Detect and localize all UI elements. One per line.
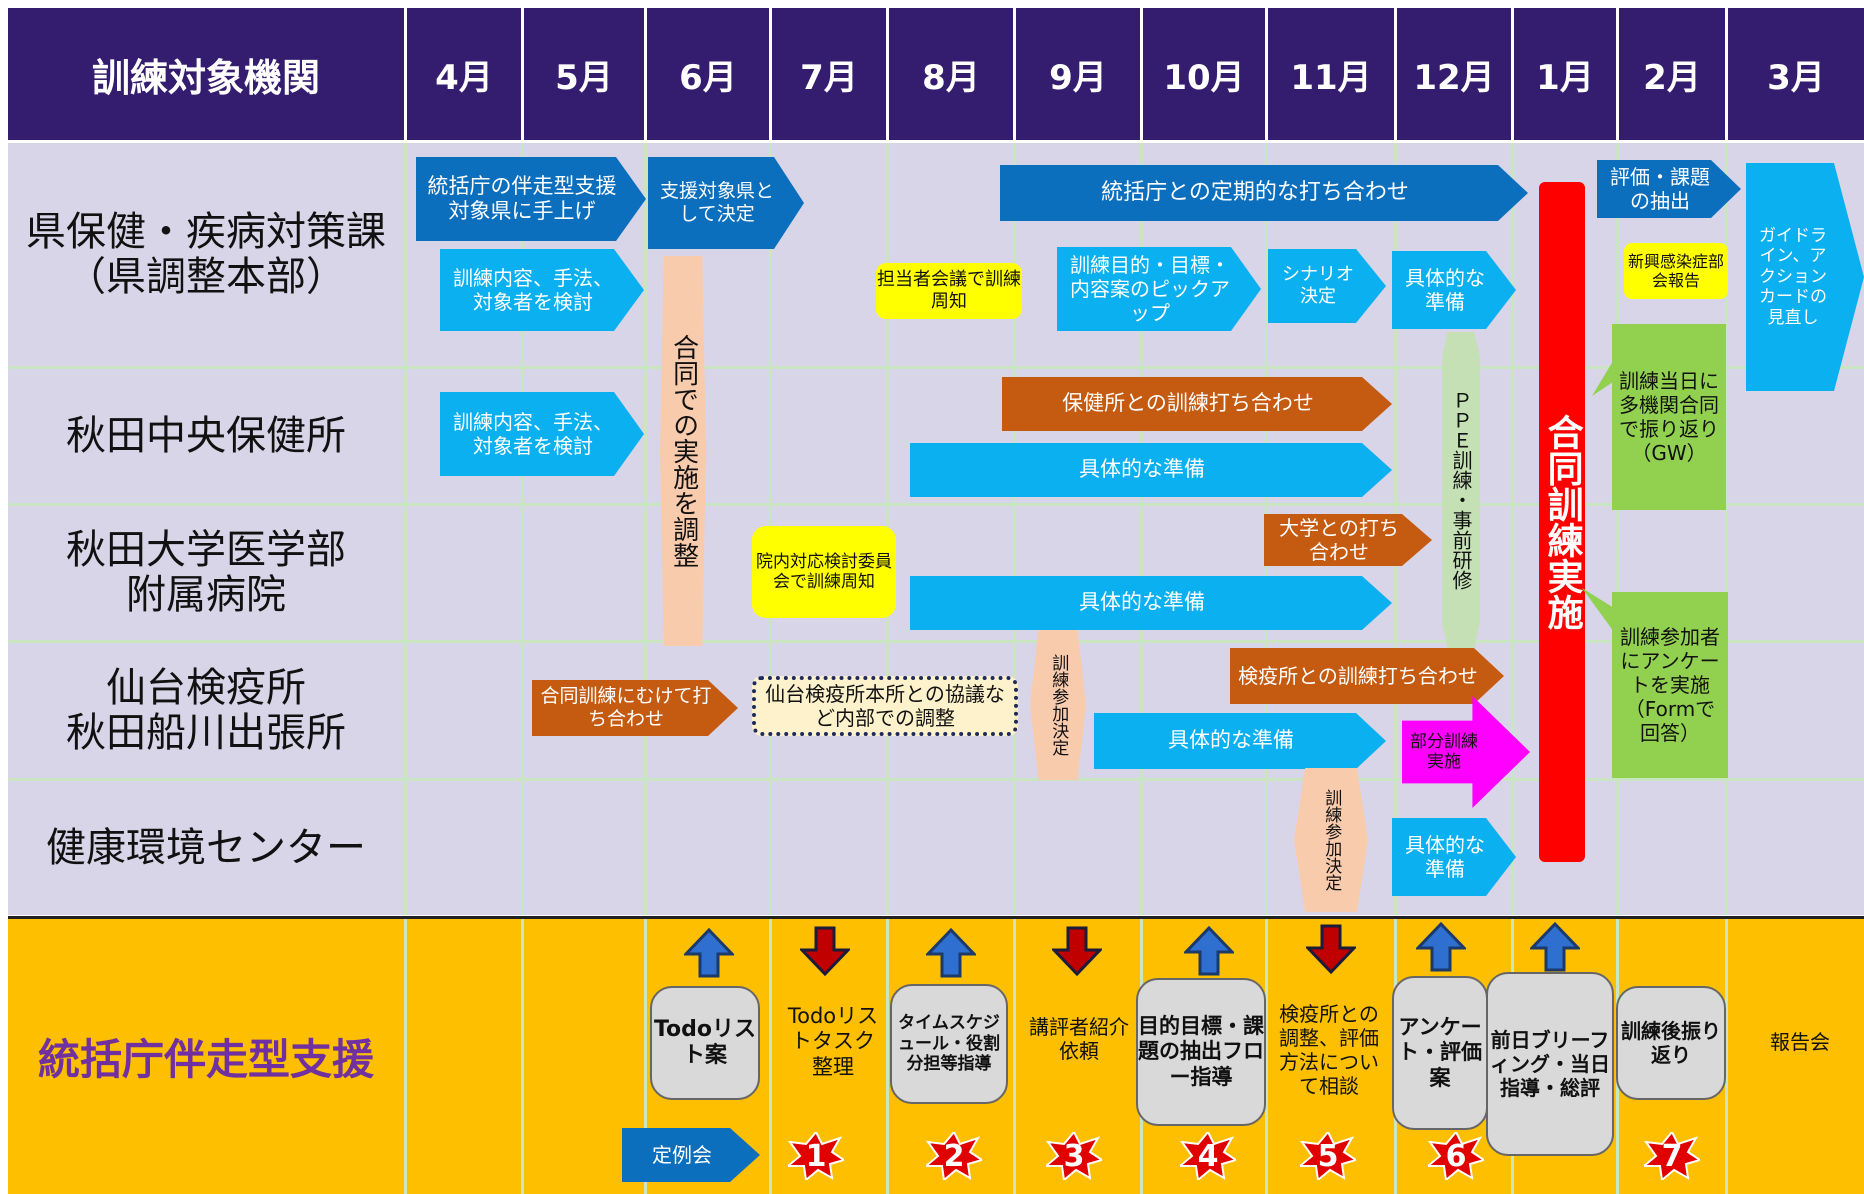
org-akita-central-health-center: 秋田中央保健所 [66, 412, 346, 459]
step-support-decided: 支援対象県として決定 [648, 157, 804, 249]
org-health-environment-center: 健康環境センター [46, 824, 366, 871]
step-objectives-pickup: 訓練目的・目標・内容案のピックアップ [1057, 247, 1261, 331]
step-university-meeting: 大学との打ち合わせ [1264, 514, 1432, 566]
support-timeschedule: タイムスケジュール・役割分担等指導 [890, 984, 1008, 1104]
month-nov: 11月 [1268, 8, 1394, 140]
meeting-number-star: 1 [785, 1130, 847, 1182]
support-reviewer: 講評者紹介依頼 [1029, 1015, 1129, 1063]
callout-tail-review [1592, 356, 1616, 396]
step-training-content-pref: 訓練内容、手法、対象者を検討 [440, 249, 644, 331]
meeting-number: 2 [943, 1138, 965, 1174]
month-dec: 12月 [1397, 8, 1511, 140]
meeting-number-star: 2 [923, 1130, 985, 1182]
step-hc-meeting: 保健所との訓練打ち合わせ [1002, 377, 1392, 431]
regular-meeting-label: 定例会 [622, 1128, 760, 1182]
arrow-up-icon [1184, 926, 1234, 976]
callout-tail-survey [1582, 588, 1614, 632]
support-todo-task: Todoリストタスク整理 [787, 1004, 879, 1079]
step-participation-quarantine: 訓練参加決定 [1030, 630, 1086, 780]
month-may: 5月 [524, 8, 644, 140]
arrow-up-icon [1530, 922, 1580, 972]
step-staff-meeting: 担当者会議で訓練周知 [876, 263, 1022, 319]
month-mar: 3月 [1728, 8, 1864, 140]
step-quarantine-meeting: 検疫所との訓練打ち合わせ [1230, 648, 1504, 704]
arrow-down-icon [1052, 926, 1102, 976]
meeting-number: 4 [1197, 1138, 1219, 1174]
support-todo-list: Todoリスト案 [650, 986, 760, 1100]
month-feb: 2月 [1619, 8, 1725, 140]
month-sep: 9月 [1016, 8, 1140, 140]
arrow-down-icon [1306, 924, 1356, 974]
step-review-gw: 訓練当日に多機関合同で振り返り（GW） [1612, 324, 1726, 510]
support-survey-plan: アンケート・評価案 [1392, 976, 1488, 1130]
arrow-down-icon [800, 926, 850, 976]
step-prep-hospital: 具体的な準備 [910, 576, 1392, 630]
step-ppe-training: ＰＰＥ訓練・事前研修 [1442, 332, 1480, 648]
meeting-number-star: 4 [1177, 1130, 1239, 1182]
support-report-meeting: 報告会 [1770, 1030, 1830, 1054]
step-prep-env: 具体的な準備 [1392, 818, 1516, 896]
step-prep-quarantine: 具体的な準備 [1094, 713, 1386, 769]
step-hospital-committee: 院内対応検討委員会で訓練周知 [752, 526, 896, 618]
step-participation-env: 訓練参加決定 [1294, 768, 1368, 912]
support-quarantine-adjust: 検疫所との調整、評価方法について相談 [1279, 1002, 1379, 1098]
step-prep-pref: 具体的な準備 [1392, 251, 1516, 329]
org-sendai-quarantine: 仙台検疫所 秋田船川出張所 [66, 664, 346, 756]
month-aug: 8月 [889, 8, 1013, 140]
step-training-content-hc: 訓練内容、手法、対象者を検討 [440, 392, 644, 476]
step-survey: 訓練参加者にアンケートを実施（Formで回答） [1612, 592, 1728, 778]
month-jun: 6月 [647, 8, 769, 140]
meeting-number: 1 [805, 1138, 827, 1174]
step-prep-hc: 具体的な準備 [910, 443, 1392, 497]
org-akita-university-hospital: 秋田大学医学部 附属病院 [66, 527, 346, 618]
month-oct: 10月 [1143, 8, 1265, 140]
step-apply-support: 統括庁の伴走型支援対象県に手上げ [416, 157, 646, 241]
step-emerging-report: 新興感染症部会報告 [1624, 243, 1728, 299]
meeting-number-star: 7 [1641, 1130, 1703, 1182]
meeting-number-star: 3 [1043, 1130, 1105, 1182]
support-briefing: 前日ブリーフィング・当日指導・総評 [1486, 972, 1614, 1156]
support-row-label: 統括庁伴走型支援 [37, 1035, 374, 1085]
step-internal-adjust: 仙台検疫所本所との協議など内部での調整 [752, 676, 1018, 736]
step-regular-meetings: 統括庁との定期的な打ち合わせ [1000, 165, 1528, 221]
org-prefecture: 県保健・疾病対策課 （県調整本部） [26, 208, 386, 300]
arrow-up-icon [684, 928, 734, 978]
month-jul: 7月 [772, 8, 886, 140]
meeting-number: 7 [1661, 1138, 1683, 1174]
meeting-number: 6 [1445, 1138, 1467, 1174]
support-objective-flow: 目的目標・課題の抽出フロー指導 [1136, 978, 1266, 1126]
arrow-up-icon [1416, 922, 1466, 972]
month-jan: 1月 [1514, 8, 1616, 140]
step-evaluation: 評価・課題の抽出 [1597, 160, 1741, 218]
header-title: 訓練対象機関 [8, 8, 404, 140]
step-joint-adjust: 合同での実施を調整 [660, 256, 706, 646]
meeting-number: 5 [1317, 1138, 1339, 1174]
step-joint-training: 合同訓練実施 [1539, 182, 1585, 862]
meeting-number: 3 [1063, 1138, 1085, 1174]
meeting-number-star: 5 [1297, 1130, 1359, 1182]
meeting-number-star: 6 [1425, 1130, 1487, 1182]
step-joint-meeting: 合同訓練にむけて打ち合わせ [532, 680, 738, 736]
month-apr: 4月 [407, 8, 521, 140]
arrow-up-icon [926, 928, 976, 978]
support-after-review: 訓練後振り返り [1616, 986, 1726, 1100]
